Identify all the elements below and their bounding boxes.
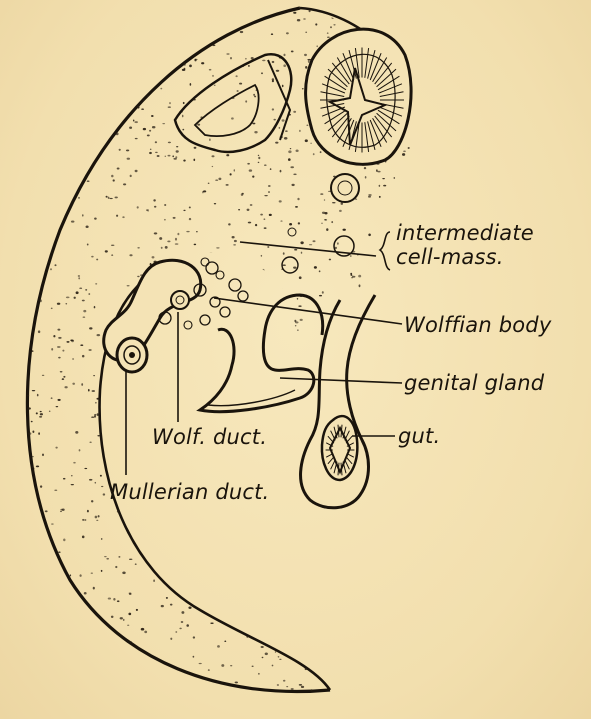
label-intermediate-line1: intermediate [396,221,534,245]
dorsal-vessels [282,174,359,273]
somite [175,54,291,152]
label-wolffian-body: Wolffian body [404,313,551,337]
label-mullerian-duct: Mullerian duct. [110,480,269,504]
leader-genital-gland [280,378,402,383]
mullerian-duct [117,338,147,372]
gut-mesentery [301,295,375,508]
label-gut: gut. [398,424,440,448]
label-genital-gland: genital gland [404,371,544,395]
neural-tube [306,29,412,164]
label-intermediate-line2: cell-mass. [396,245,504,269]
intermediate-bracket [380,232,390,270]
leader-wolffian-body [214,298,402,324]
label-wolf-duct: Wolf. duct. [152,425,267,449]
genital-gland [200,295,323,412]
leader-intermediate [240,242,376,256]
